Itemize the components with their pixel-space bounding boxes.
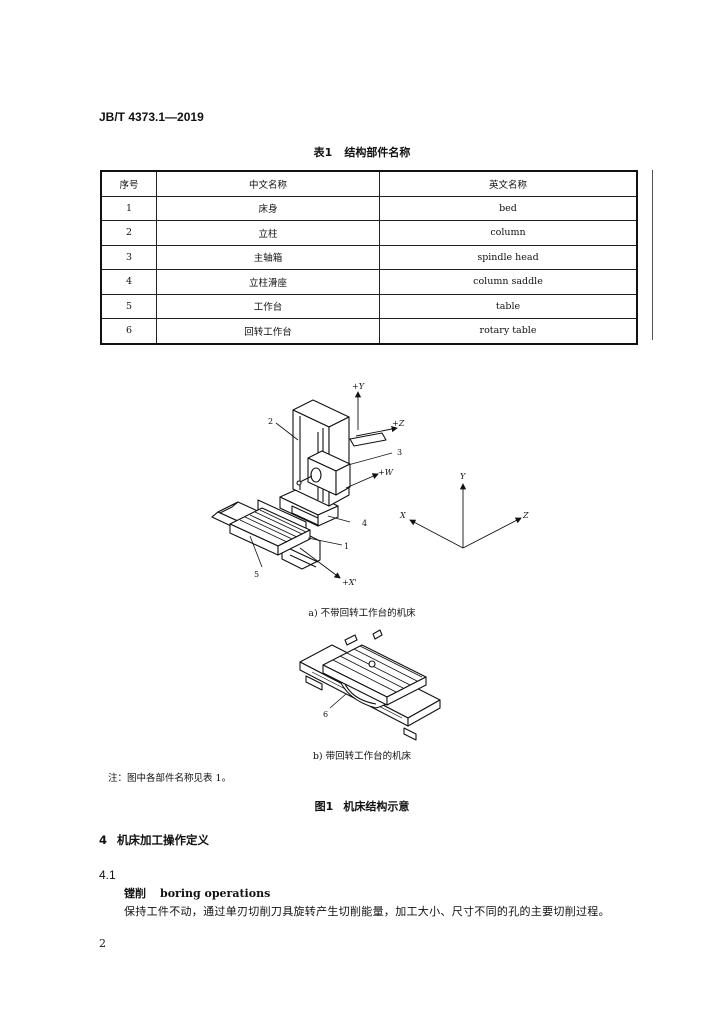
coordinate-axes — [409, 483, 522, 549]
cell-english-name: column — [379, 220, 638, 246]
column-saddle — [279, 487, 339, 527]
worktable — [229, 507, 311, 556]
header-chinese-name: 中文名称 — [156, 170, 380, 197]
section-number: 4 — [99, 833, 108, 847]
figure-title-text: 机床结构示意 — [343, 800, 410, 813]
coord-axis-y: Y — [460, 472, 466, 481]
term-chinese: 镗削 — [124, 887, 146, 900]
cell-chinese-name: 立柱滑座 — [156, 269, 380, 295]
axis-label-plus-x: +X' — [342, 578, 357, 587]
term-definition: 保持工件不动，通过单刃切削刀具旋转产生切削能量，加工大小、尺寸不同的孔的主要切削… — [124, 905, 610, 918]
table-caption: 表1 结构部件名称 — [0, 144, 724, 160]
section-heading: 4 机床加工操作定义 — [99, 832, 219, 848]
cell-english-name: bed — [379, 195, 638, 221]
cell-index: 6 — [100, 318, 157, 345]
axis-label-plus-y: +Y — [352, 382, 365, 391]
callout-5: 5 — [254, 570, 259, 579]
figure-title: 图1 机床结构示意 — [0, 798, 724, 814]
cell-index: 4 — [100, 269, 157, 295]
axis-label-plus-z: +Z — [392, 419, 405, 428]
callout-6: 6 — [323, 710, 328, 719]
scan-edge-line — [652, 170, 653, 340]
coord-axis-z: Z — [522, 511, 529, 520]
cell-chinese-name: 主轴箱 — [156, 244, 380, 270]
table-caption-title: 结构部件名称 — [344, 146, 411, 159]
coord-axis-x: X — [399, 511, 406, 520]
parts-table: 序号 中文名称 英文名称 1 床身 bed 2 立柱 column 3 主轴箱 … — [100, 170, 638, 345]
table-caption-number: 表1 — [313, 146, 333, 159]
cell-english-name: spindle head — [379, 244, 638, 270]
section-title: 机床加工操作定义 — [117, 833, 210, 847]
cell-chinese-name: 回转工作台 — [156, 318, 380, 345]
cell-chinese-name: 工作台 — [156, 293, 380, 319]
table-header-row: 序号 中文名称 英文名称 — [100, 170, 638, 197]
callout-4: 4 — [362, 519, 367, 528]
callout-2: 2 — [268, 417, 273, 426]
callout-3: 3 — [397, 448, 402, 457]
term: 镗削 boring operations — [124, 885, 270, 901]
rotary-worktable — [322, 629, 427, 706]
cell-english-name: table — [379, 293, 638, 319]
callout-1: 1 — [344, 542, 349, 551]
standard-number: JB/T 4373.1—2019 — [99, 110, 204, 124]
clause-number: 4.1 — [99, 868, 116, 882]
caption-b: b) 带回转工作台的机床 — [312, 751, 412, 762]
cell-chinese-name: 立柱 — [156, 220, 380, 246]
table-row: 5 工作台 table — [100, 293, 638, 319]
page-number: 2 — [99, 937, 106, 950]
cell-english-name: rotary table — [379, 318, 638, 345]
cell-index: 1 — [100, 195, 157, 221]
term-english: boring operations — [160, 887, 271, 900]
table-row: 6 回转工作台 rotary table — [100, 318, 638, 345]
figure-note: 注：图中各部件名称见表 1。 — [108, 773, 232, 784]
header-english-name: 英文名称 — [379, 170, 638, 197]
figure-title-number: 图1 — [314, 800, 334, 813]
cell-index: 5 — [100, 293, 157, 319]
table-row: 2 立柱 column — [100, 220, 638, 246]
table-row: 3 主轴箱 spindle head — [100, 244, 638, 270]
caption-a: a) 不带回转工作台的机床 — [308, 608, 416, 619]
spindle-head — [296, 432, 387, 496]
axis-label-plus-w: +W — [378, 468, 394, 477]
